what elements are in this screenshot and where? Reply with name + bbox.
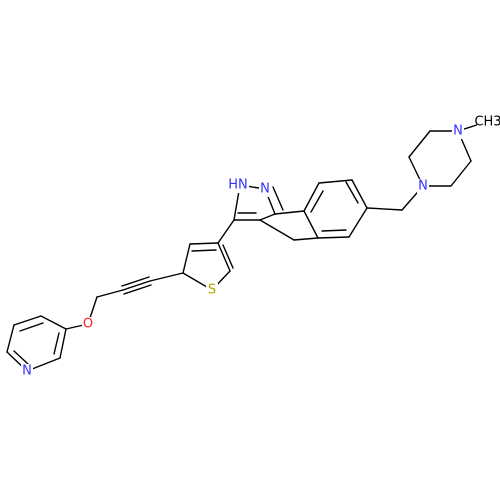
- atom-n-methyl: N: [453, 124, 463, 139]
- bond: [450, 160, 472, 187]
- bond: [272, 186, 284, 211]
- bond: [317, 236, 350, 239]
- atom-n-pyridine: N: [22, 364, 32, 379]
- bond: [40, 315, 67, 330]
- bond: [293, 237, 319, 241]
- atom-label-bg: [452, 124, 464, 139]
- bond: [13, 350, 29, 365]
- bond: [123, 284, 152, 295]
- bond: [351, 179, 368, 209]
- bond: [53, 332, 60, 355]
- atom-label-bg: [21, 364, 33, 379]
- atom-methyl: CH3: [474, 115, 500, 130]
- bond: [259, 213, 276, 221]
- bond: [408, 130, 431, 158]
- bond: [217, 242, 231, 272]
- bond: [274, 210, 305, 215]
- bond: [189, 242, 219, 245]
- bond: [121, 276, 150, 287]
- bond: [19, 322, 44, 332]
- bond: [366, 207, 403, 211]
- bond: [318, 179, 353, 184]
- atom-label-bg: [477, 115, 499, 130]
- atom-label-layer: N CH3 N N HN S O N: [21, 115, 500, 379]
- bond: [303, 182, 320, 212]
- atom-label-bg: [227, 178, 249, 193]
- atom-n-piperazine: N: [418, 179, 428, 194]
- bond: [182, 243, 191, 274]
- bond: [259, 219, 295, 241]
- bond: [96, 289, 124, 298]
- bond: [149, 272, 184, 282]
- bond: [59, 328, 67, 359]
- atom-label-bg: [206, 283, 218, 298]
- atom-nh-pyrazole: HN: [228, 178, 248, 193]
- bond-layer: [6, 121, 487, 372]
- atom-s-thiophene: S: [208, 283, 216, 298]
- atom-label-bg: [417, 179, 429, 194]
- atom-n-pyrazole: N: [260, 182, 270, 197]
- bond: [191, 249, 217, 252]
- bond: [348, 207, 368, 238]
- bond: [217, 219, 235, 244]
- bond: [303, 210, 319, 239]
- bond: [13, 315, 42, 326]
- bond: [122, 280, 151, 291]
- bond: [6, 324, 15, 353]
- atom-label-bg: [259, 182, 271, 197]
- bond: [345, 181, 359, 204]
- bond: [222, 244, 234, 269]
- atom-o-ether: O: [83, 317, 93, 332]
- bond: [321, 229, 347, 232]
- atom-label-bg: [82, 317, 94, 332]
- bond: [310, 190, 324, 213]
